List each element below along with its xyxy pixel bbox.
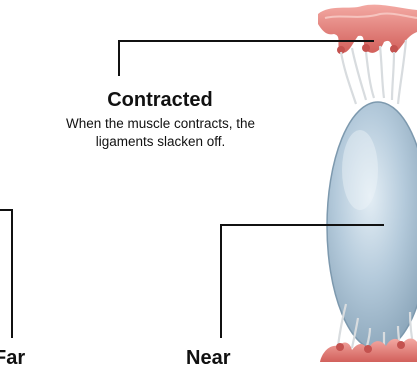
contracted-description: When the muscle contracts, the ligaments…	[38, 115, 283, 151]
far-title: Far	[0, 347, 25, 369]
near-title: Near	[186, 347, 230, 369]
contracted-leader-line	[119, 41, 374, 76]
ciliary-muscle-top	[318, 5, 417, 54]
contracted-title: Contracted	[95, 89, 225, 111]
far-leader-line	[0, 210, 12, 338]
